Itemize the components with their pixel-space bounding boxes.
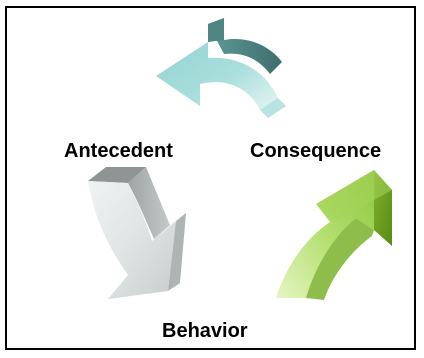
behavior-label: Behavior — [162, 320, 248, 342]
left-curved-arrow — [88, 167, 186, 299]
right-curved-arrow — [276, 170, 392, 300]
antecedent-label: Antecedent — [64, 140, 173, 162]
consequence-label: Consequence — [250, 140, 382, 162]
top-curved-arrow — [156, 18, 286, 118]
